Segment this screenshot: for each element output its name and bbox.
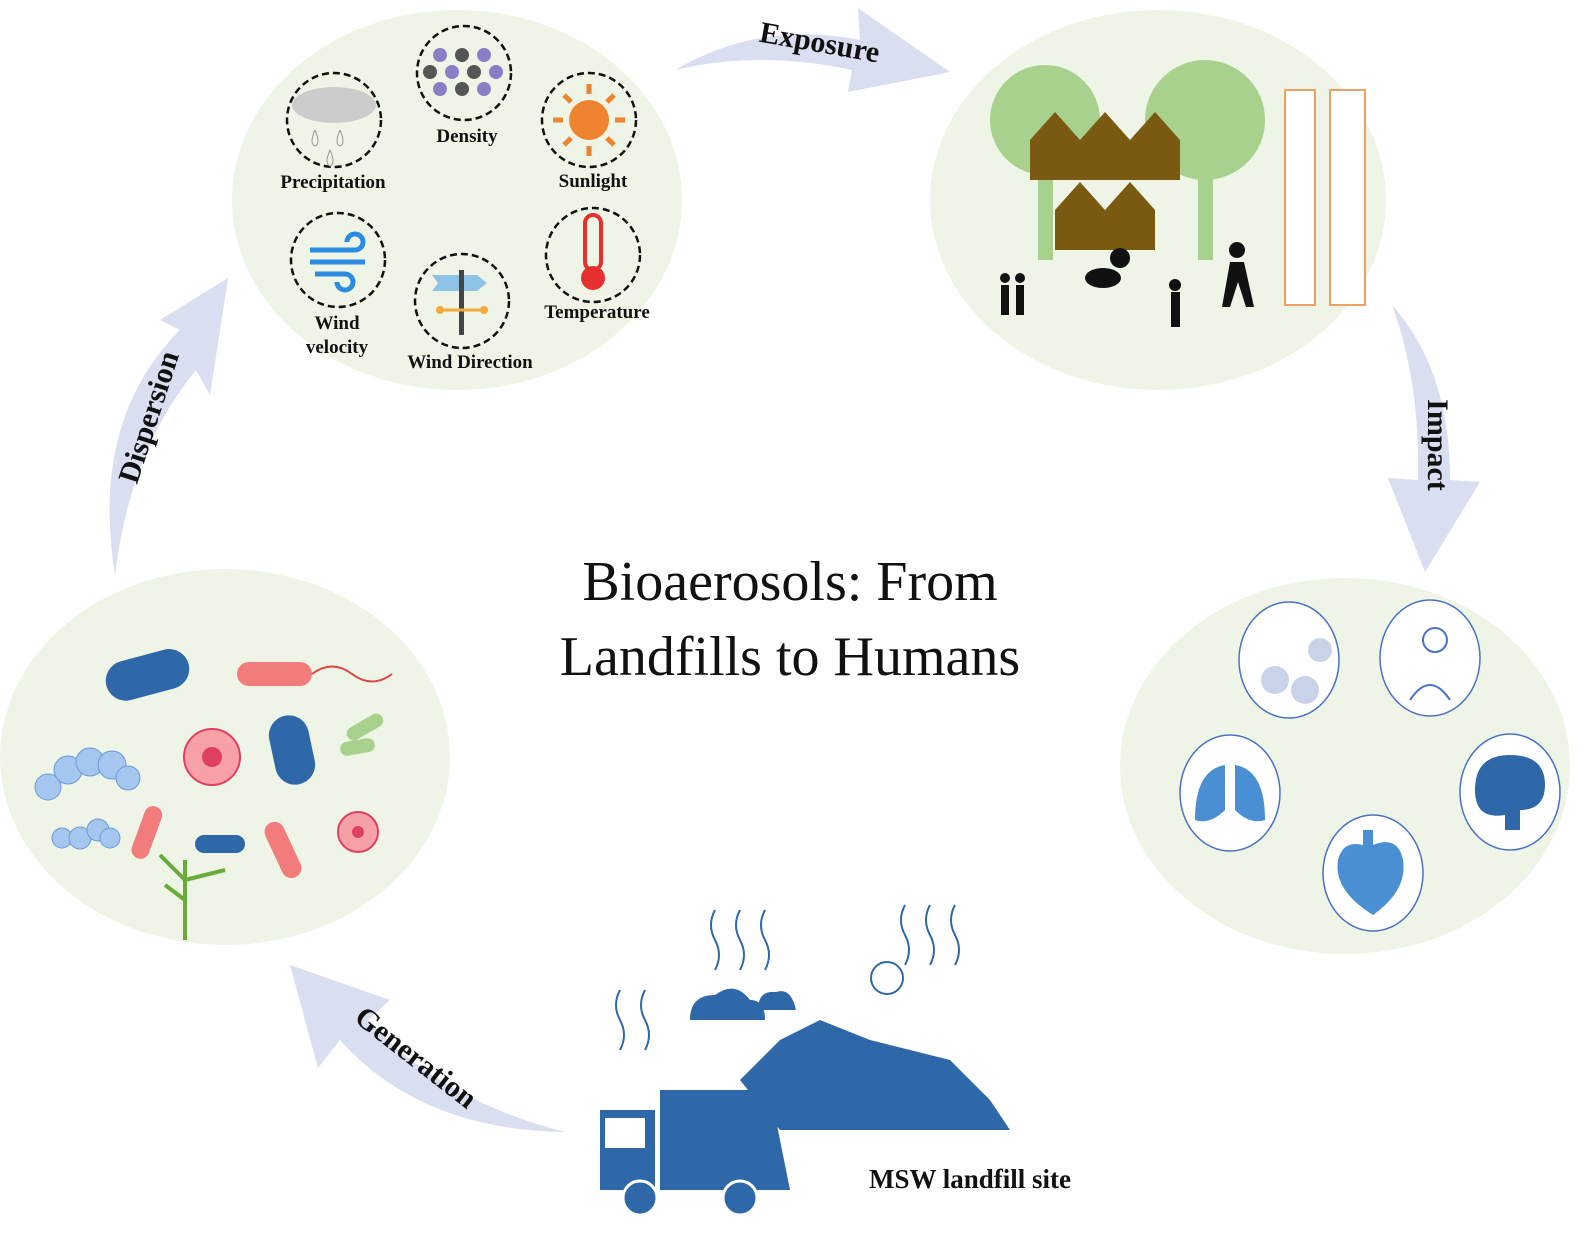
lungs-icon — [1179, 734, 1281, 852]
title-line-1: Bioaerosols: From — [582, 551, 997, 613]
wind-direction-label: Wind Direction — [407, 352, 533, 373]
brain-icon — [1459, 733, 1561, 851]
exposure-community-panel — [930, 10, 1386, 390]
dispersion-label: Dispersion — [112, 347, 186, 487]
density-label: Density — [436, 126, 498, 147]
temperature-label: Temperature — [544, 302, 650, 323]
microorganisms-panel — [0, 569, 450, 945]
landfill-icon — [600, 904, 1010, 1217]
people-icon — [1000, 242, 1254, 327]
landfill-label: MSW landfill site — [869, 1164, 1071, 1194]
sunlight-label: Sunlight — [559, 171, 628, 192]
bacteria-icon — [105, 649, 393, 879]
wind-vane-icon — [413, 252, 511, 350]
houses-icon — [1030, 112, 1180, 250]
dispersion-factors-panel: Precipitation Density Sunlight — [232, 10, 682, 390]
wind-velocity-label-2: velocity — [306, 337, 369, 358]
alveoli-icon — [1238, 601, 1340, 719]
thermometer-icon — [544, 206, 642, 304]
cocci-chain-icon — [34, 747, 141, 850]
dispersion-arrow: Dispersion — [109, 278, 228, 575]
sun-icon — [540, 71, 638, 169]
impact-arrow: Impact — [1388, 305, 1480, 572]
buildings-icon — [1284, 89, 1366, 306]
skin-irritation-icon — [1379, 599, 1481, 717]
density-icon — [415, 24, 513, 122]
wind-icon — [289, 211, 387, 309]
precipitation-icon — [285, 71, 383, 169]
title-line-2: Landfills to Humans — [560, 626, 1020, 688]
green-bacilli-icon — [340, 713, 384, 756]
wind-velocity-label-1: Wind — [314, 313, 360, 334]
virus-icon — [183, 728, 379, 853]
fungus-icon — [158, 853, 226, 940]
health-impact-panel — [1120, 578, 1570, 954]
generation-arrow: Generation — [290, 965, 565, 1132]
precipitation-label: Precipitation — [280, 172, 386, 193]
impact-label: Impact — [1421, 399, 1454, 491]
exposure-arrow: Exposure — [675, 8, 950, 92]
heart-icon — [1322, 814, 1424, 932]
